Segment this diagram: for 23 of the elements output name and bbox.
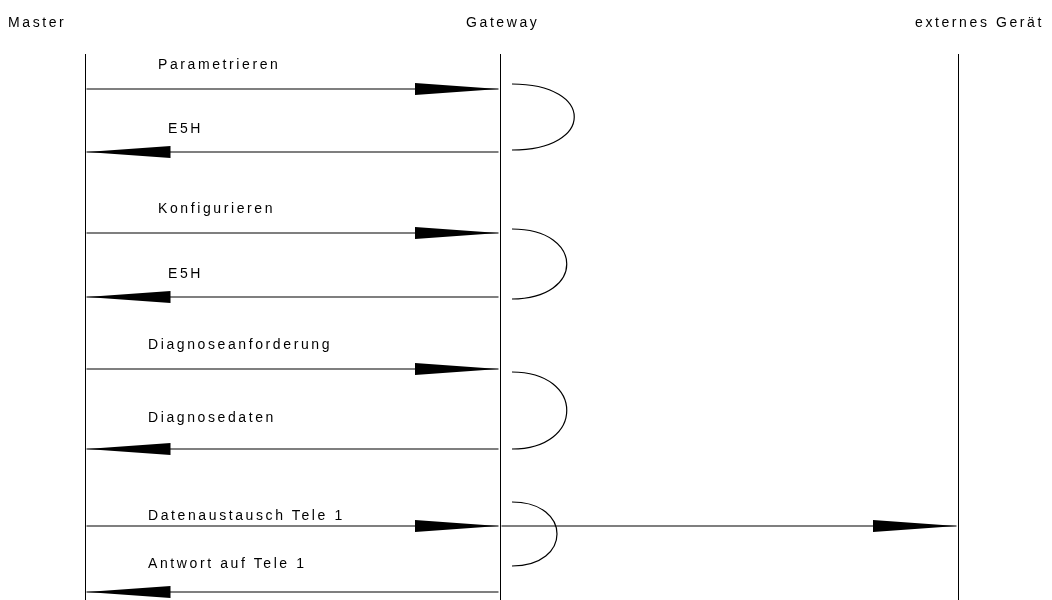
message-arrow: [85, 291, 500, 303]
lifeline: [500, 54, 501, 600]
message-arrow: [85, 227, 500, 239]
message-arrow: [85, 146, 500, 158]
message-arrow: [85, 520, 500, 532]
participant-label: Gateway: [466, 14, 540, 30]
edge-label: E5H: [168, 265, 204, 281]
participant-label: Master: [8, 14, 67, 30]
edge-label: Konfigurieren: [158, 200, 276, 216]
message-arrow: [85, 586, 500, 598]
message-arrow: [500, 520, 958, 532]
participant-label: externes Gerät: [915, 14, 1044, 30]
message-arrow: [85, 443, 500, 455]
message-arrow: [85, 363, 500, 375]
message-arrow: [85, 83, 500, 95]
edge-label: Datenaustausch Tele 1: [148, 507, 345, 523]
edge-label: Diagnosedaten: [148, 409, 276, 425]
edge-label: Parametrieren: [158, 56, 281, 72]
edge-label: Diagnoseanforderung: [148, 336, 333, 352]
lifeline: [958, 54, 959, 600]
edge-label: E5H: [168, 120, 204, 136]
edge-label: Antwort auf Tele 1: [148, 555, 307, 571]
lifeline: [85, 54, 86, 600]
